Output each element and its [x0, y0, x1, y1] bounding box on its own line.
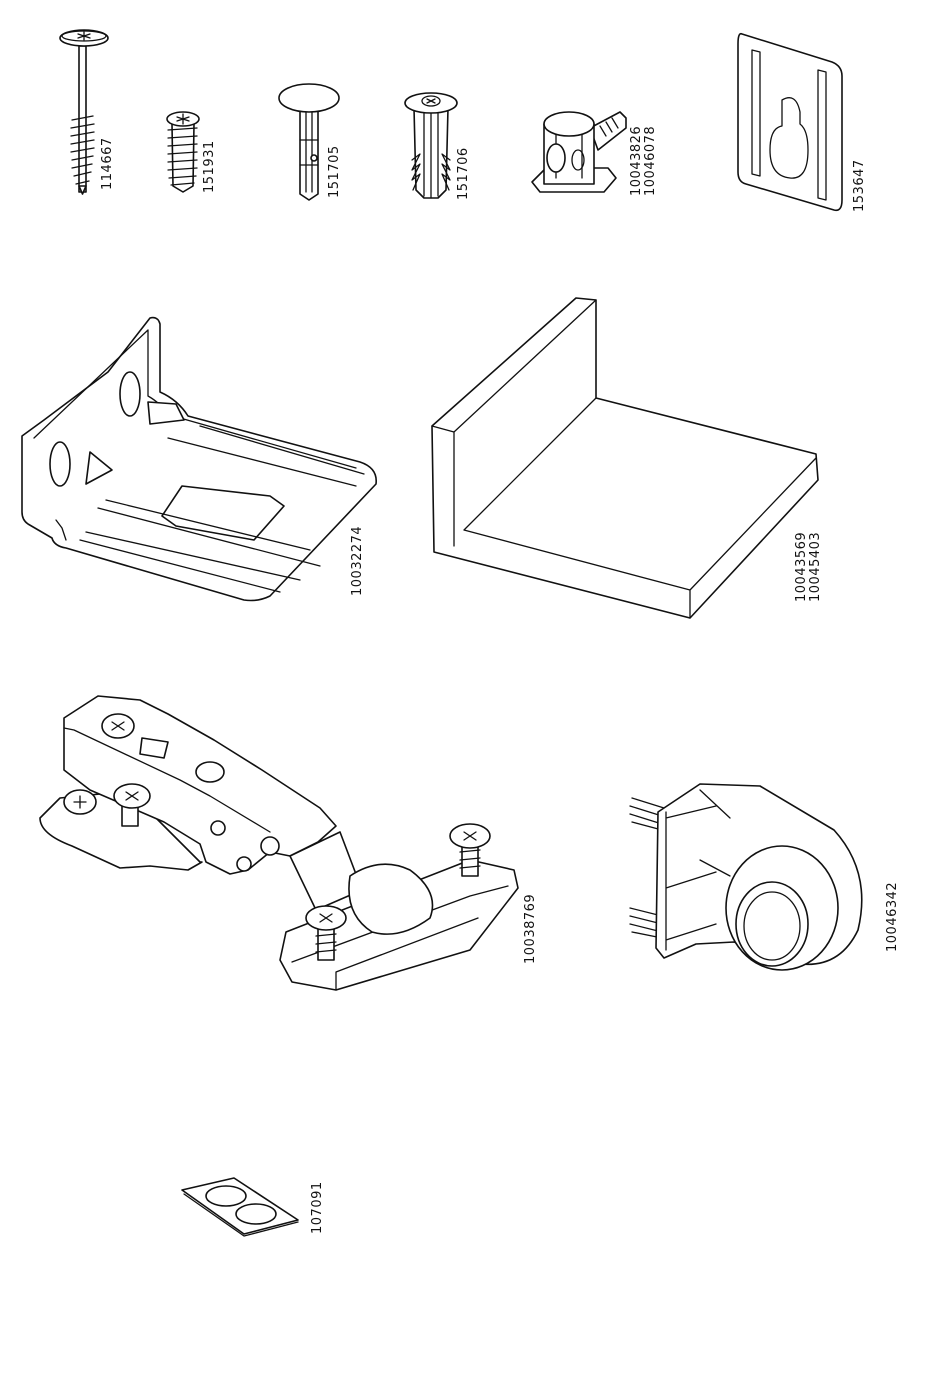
short-screw-icon	[167, 112, 199, 192]
wall-plug-icon	[405, 93, 457, 198]
keyhole-plate-icon	[738, 34, 842, 211]
part-number-line: 10046078	[644, 126, 658, 196]
part-number-151931: 151931	[203, 140, 217, 193]
part-number-line: 10032274	[351, 526, 365, 596]
part-number-line: 10043826	[630, 126, 644, 196]
part-number-line: 10045403	[809, 532, 823, 602]
part-number-line: 10046342	[886, 882, 900, 952]
hinge-icon	[40, 696, 518, 990]
part-number-10032274: 10032274	[351, 526, 365, 596]
part-number-line: 151706	[457, 147, 471, 200]
part-number-151705: 151705	[328, 145, 342, 198]
part-number-10038769: 10038769	[524, 894, 538, 964]
shelf-bracket-icon	[22, 318, 376, 601]
part-number-line: 10038769	[524, 894, 538, 964]
part-number-line: 151931	[203, 140, 217, 193]
part-number-114667: 114667	[101, 137, 115, 190]
bumper-pads-icon	[182, 1178, 298, 1236]
part-number-10043569-10045403: 10043569 10045403	[795, 532, 823, 602]
part-number-107091: 107091	[311, 1181, 325, 1234]
cam-connector-icon	[532, 112, 626, 192]
part-number-line: 114667	[101, 137, 115, 190]
ring-fitting-icon	[630, 784, 862, 970]
part-number-line: 151705	[328, 145, 342, 198]
part-number-153647: 153647	[853, 159, 867, 212]
part-number-line: 153647	[853, 159, 867, 212]
angle-profile-icon	[432, 298, 818, 618]
part-number-line: 10043569	[795, 532, 809, 602]
part-number-line: 107091	[311, 1181, 325, 1234]
part-number-10043826-10046078: 10043826 10046078	[630, 126, 658, 196]
part-number-151706: 151706	[457, 147, 471, 200]
part-number-10046342: 10046342	[886, 882, 900, 952]
